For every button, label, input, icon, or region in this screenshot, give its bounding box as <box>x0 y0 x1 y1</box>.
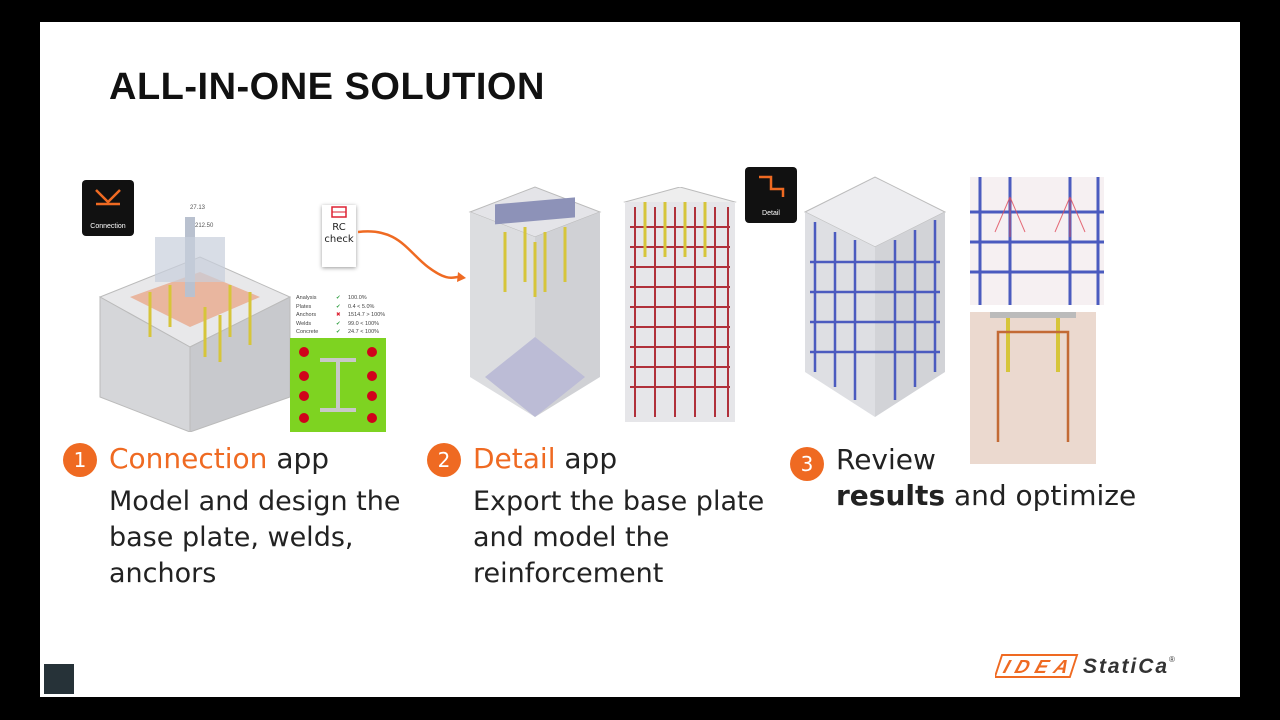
rebar-cage-image <box>623 187 737 422</box>
step-3-rest: and optimize <box>945 479 1137 512</box>
rc-check-card: RC check <box>322 205 356 267</box>
step-3-heading: Review <box>836 443 936 476</box>
check-row: Analysis✔100.0% <box>296 295 367 301</box>
base-plate-model-image: 27.13 212.50 <box>98 205 292 432</box>
step-1-heading: Connection app <box>109 442 329 475</box>
slide-thumbnail <box>44 664 74 694</box>
step-1-description: Model and design the base plate, welds, … <box>109 486 401 589</box>
arrow-icon <box>358 230 466 282</box>
step-1-number: 1 <box>63 443 97 477</box>
svg-text:212.50: 212.50 <box>195 223 214 229</box>
check-row: Plates✔0.4 < 5.0% <box>296 303 375 310</box>
results-model-image <box>803 176 947 417</box>
detail-app-icon: Detail <box>745 167 797 223</box>
connection-app-icon: Connection <box>82 180 134 236</box>
check-row: Welds✔99.0 < 100% <box>296 320 380 327</box>
step-3-number: 3 <box>790 447 824 481</box>
step-2-heading: Detail app <box>473 442 617 475</box>
step-1-app-suffix: app <box>267 442 330 475</box>
rc-section-icon <box>331 206 347 218</box>
svg-text:®: ® <box>1169 655 1175 664</box>
connection-symbol-icon <box>95 189 121 206</box>
concrete-block-image <box>468 186 602 417</box>
detail-app-label: Detail <box>762 210 780 217</box>
anchor-section-image <box>970 312 1096 464</box>
step-3-bold: results <box>836 479 946 512</box>
slide: ALL-IN-ONE SOLUTION Connection 27.13 212… <box>40 22 1240 697</box>
step-2-description: Export the base plate and model the rein… <box>473 486 765 589</box>
step-1-app-name: Connection <box>109 442 268 475</box>
plate-stress-image <box>290 338 386 432</box>
svg-text:27.13: 27.13 <box>190 205 206 211</box>
rc-check-label: RC check <box>324 222 354 245</box>
step-3-subheading: results and optimize <box>836 479 1136 512</box>
connection-app-label: Connection <box>90 223 126 230</box>
slide-title: ALL-IN-ONE SOLUTION <box>109 66 545 108</box>
check-row: Anchors✖1514.7 > 100% <box>296 312 386 318</box>
svg-text:StatiCa: StatiCa <box>1083 655 1167 678</box>
svg-text:IDEA: IDEA <box>1001 656 1072 677</box>
stress-results-image <box>970 177 1104 305</box>
idea-statica-logo: IDEA StatiCa ® <box>995 654 1175 678</box>
detail-symbol-icon <box>759 175 785 197</box>
step-2-app-name: Detail <box>473 442 556 475</box>
step-2-app-suffix: app <box>555 442 618 475</box>
step-2-number: 2 <box>427 443 461 477</box>
